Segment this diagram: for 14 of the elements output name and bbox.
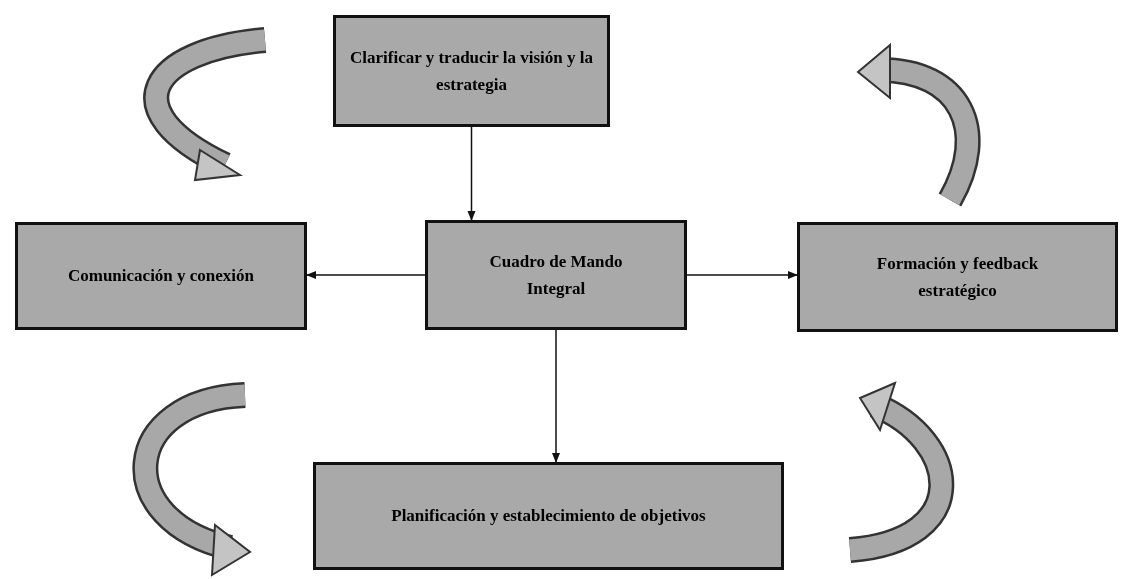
box-label: Comunicación y conexión [67,265,255,288]
arrow [306,271,426,279]
process-box [15,222,307,330]
process-box [313,462,784,570]
process-box [333,15,610,127]
box-label: Planificación y establecimiento de objetivos [391,505,706,528]
process-box [425,220,687,330]
box-label: Formación y feedback estratégico [875,252,1040,302]
box-label: Cuadro de Mando Integral [488,250,624,300]
arrow [552,329,560,463]
arrow [686,271,798,279]
process-box [797,222,1118,332]
arrow [467,126,476,221]
box-label: Clarificar y traducir la visión y la estrategia [349,46,594,96]
